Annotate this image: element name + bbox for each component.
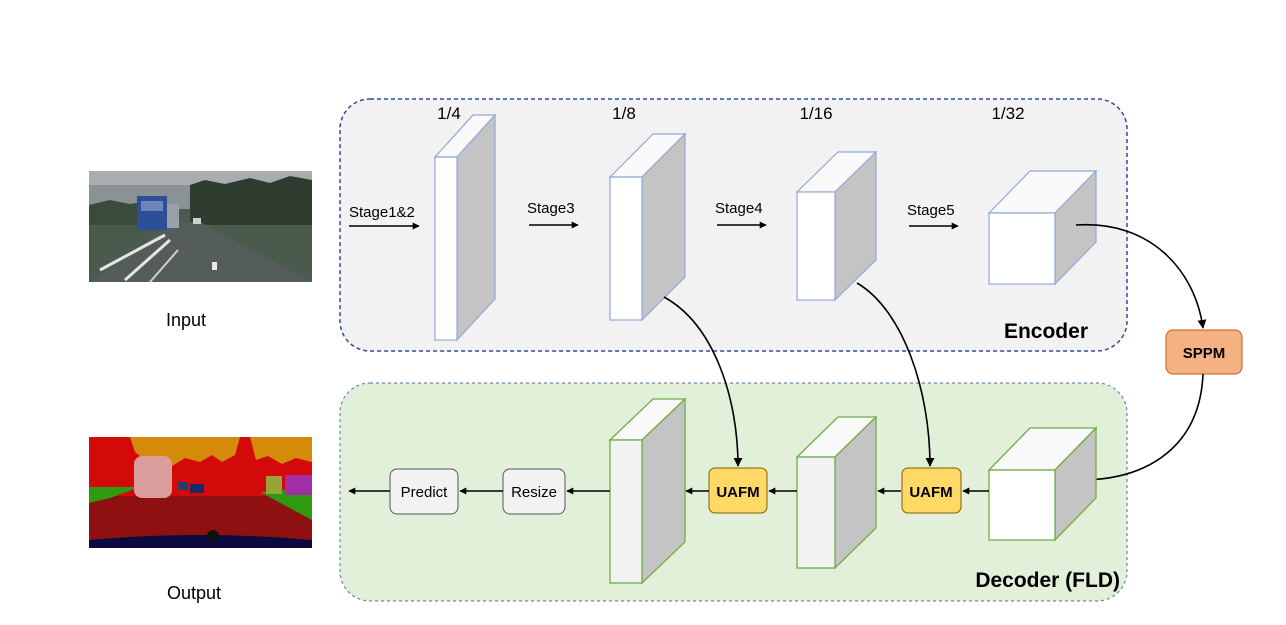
uafm-box-2	[901, 467, 962, 514]
sppm-box	[1165, 329, 1243, 375]
output-image	[89, 437, 312, 548]
stage-label-4: Stage4	[715, 200, 763, 217]
decoder-block-3	[608, 397, 687, 585]
encoder-to-sppm-arrow	[1075, 223, 1207, 329]
decoder-block-2	[795, 415, 878, 570]
encoder-block-4	[987, 169, 1098, 286]
scale-label-1-32: 1/32	[991, 104, 1024, 123]
uafm-label-1: UAFM	[716, 484, 759, 501]
output-label: Output	[167, 583, 221, 603]
predict-label: Predict	[401, 484, 449, 501]
input-image	[89, 171, 312, 283]
sppm-to-decoder-arrow	[1085, 373, 1204, 485]
stage-label-5: Stage5	[907, 202, 955, 219]
encoder-block-1	[433, 113, 497, 342]
stage-label-1-2: Stage1&2	[349, 204, 415, 221]
resize-label: Resize	[511, 484, 557, 501]
encoder-block-2	[608, 132, 687, 322]
skip-arrow-stage3	[663, 296, 743, 467]
stage-label-3: Stage3	[527, 200, 575, 217]
encoder-title: Encoder	[1004, 320, 1088, 343]
skip-arrow-stage4	[856, 282, 935, 467]
scale-label-1-16: 1/16	[799, 104, 832, 123]
scale-label-1-8: 1/8	[612, 104, 636, 123]
encoder-block-3	[795, 150, 878, 302]
decoder-title: Decoder (FLD)	[975, 569, 1120, 592]
scale-label-1-4: 1/4	[437, 104, 461, 123]
input-label: Input	[166, 310, 206, 330]
uafm-label-2: UAFM	[909, 484, 952, 501]
decoder-block-1	[987, 426, 1098, 542]
sppm-label: SPPM	[1183, 345, 1226, 362]
